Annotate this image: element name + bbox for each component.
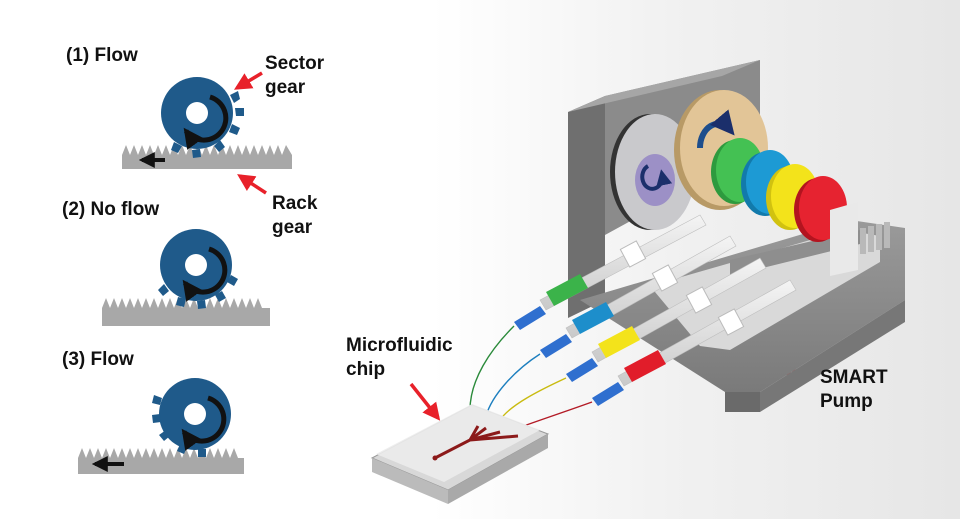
rotation-arrow-icon xyxy=(183,94,229,150)
microfluidic-chip-label: Microfluidic chip xyxy=(346,334,453,382)
smart-pump-label: SMART Pump xyxy=(820,366,888,414)
pointer-arrow-icon xyxy=(409,382,441,421)
rotation-arrow-icon xyxy=(181,395,227,451)
rack-gear-label-line1: Rack xyxy=(272,193,318,214)
rack-gear-label-line2: gear xyxy=(272,217,313,238)
rack-gear-icon xyxy=(102,298,270,326)
syringe-blue xyxy=(540,235,737,358)
sector-gear-label-line1: Sector xyxy=(265,53,325,74)
stage-1-label: (1) Flow xyxy=(66,45,138,66)
pointer-arrow-icon xyxy=(237,174,267,195)
sector-gear-icon xyxy=(158,229,238,309)
pump-gears xyxy=(610,90,858,276)
chip-label-line1: Microfluidic xyxy=(346,335,453,356)
pointer-arrow-icon xyxy=(233,71,263,90)
rotation-arrow-icon xyxy=(696,109,735,149)
rack-gear-icon xyxy=(122,145,292,169)
syringe-yellow xyxy=(566,257,767,382)
sector-gear-label-line2: gear xyxy=(265,77,306,98)
syringes xyxy=(514,214,797,406)
rotation-arrow-icon xyxy=(640,164,673,191)
syringe-red xyxy=(592,279,797,406)
stage-2-label: (2) No flow xyxy=(62,199,160,220)
rack-gear-label: Rack gear xyxy=(272,192,317,240)
pump-label-line2: Pump xyxy=(820,391,873,412)
rotation-arrow-icon xyxy=(182,246,228,302)
stage-1-mechanism xyxy=(122,77,292,169)
sector-gear-icon xyxy=(152,378,231,457)
pump-label-line1: SMART xyxy=(820,367,888,388)
stage-2-mechanism xyxy=(102,229,270,326)
stage-3-label: (3) Flow xyxy=(62,349,134,370)
microfluidic-chip xyxy=(370,404,550,504)
rack-gear-icon xyxy=(78,448,244,474)
sector-gear-label: Sector gear xyxy=(265,52,324,100)
syringe-green xyxy=(514,214,707,330)
stage-3-mechanism xyxy=(78,378,244,474)
sector-gear-icon xyxy=(161,77,244,158)
chip-label-line2: chip xyxy=(346,359,386,380)
